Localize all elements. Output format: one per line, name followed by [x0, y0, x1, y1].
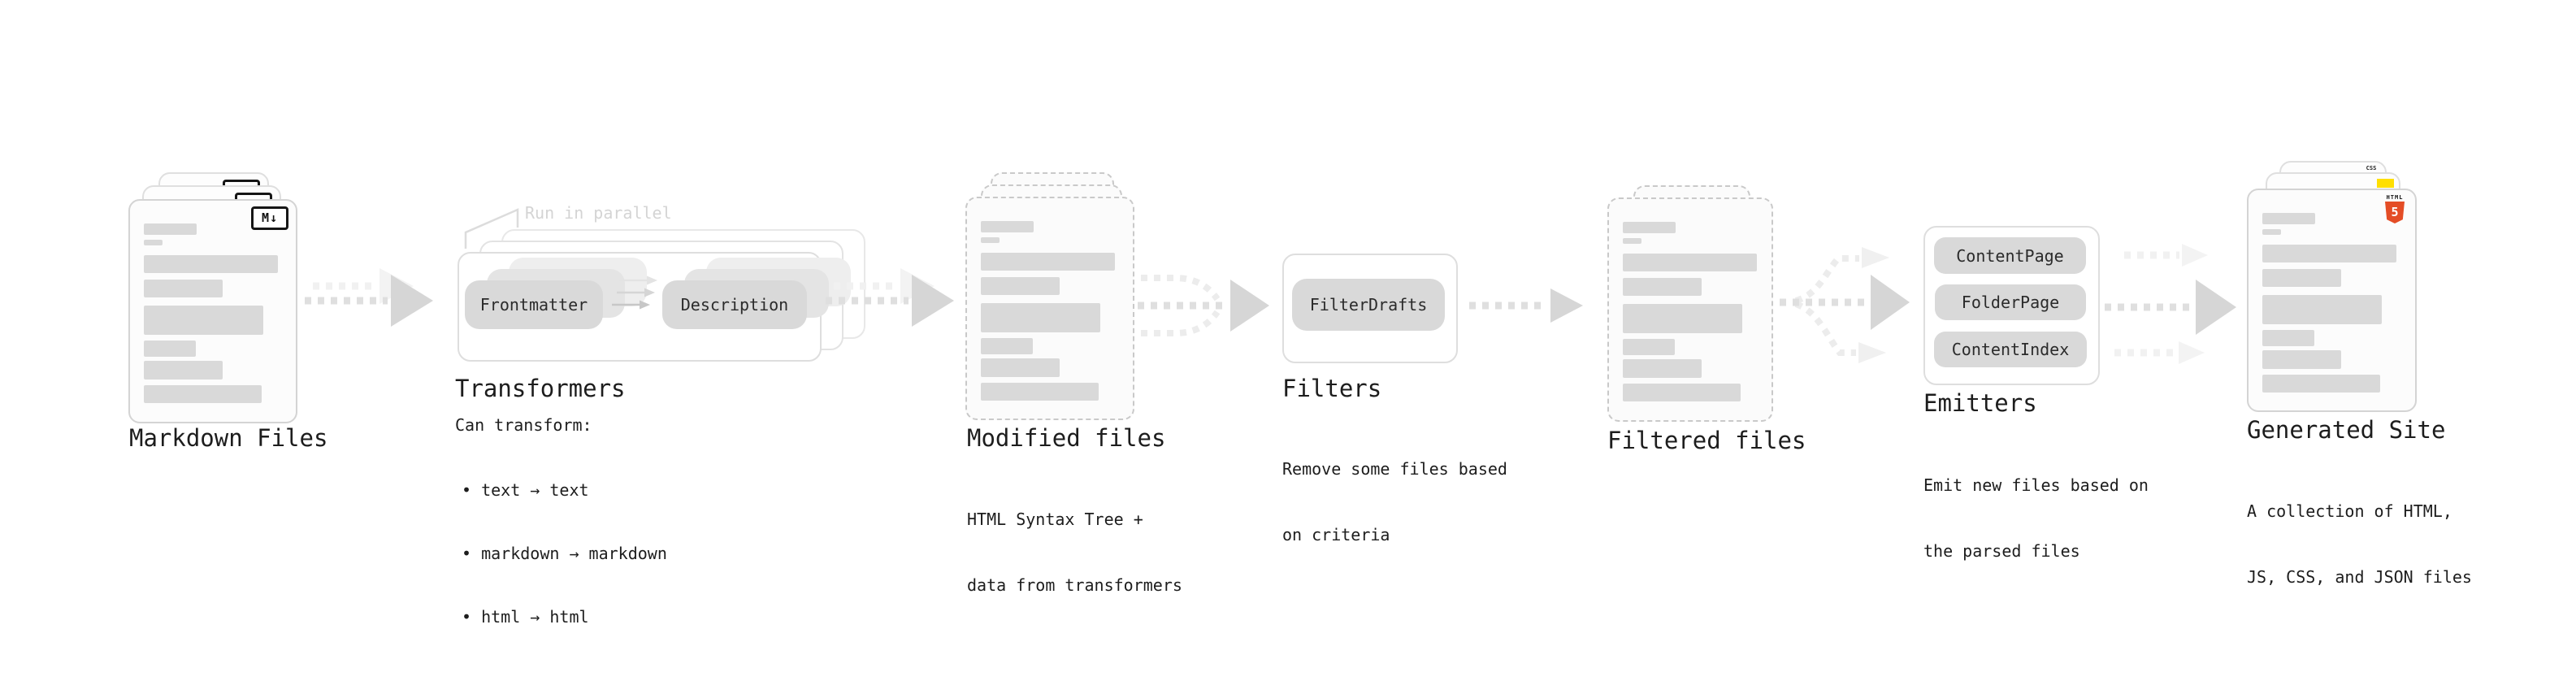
css-icon-label: CSS [2366, 165, 2377, 171]
document-placeholder-lines [2262, 213, 2396, 393]
mini-arrow-top [619, 275, 657, 285]
desc-line: Emit new files based on [1923, 475, 2149, 495]
document-placeholder-lines [1623, 222, 1757, 401]
desc-line: A collection of HTML, [2247, 501, 2452, 521]
filtered-files-stack [1607, 185, 1802, 429]
transformer-pill-frontmatter: Frontmatter [465, 280, 603, 329]
transformer-pill-description: Description [662, 280, 807, 329]
mini-arrow-middle [617, 288, 655, 297]
document-placeholder-lines [981, 221, 1115, 401]
desc-line: the parsed files [1923, 541, 2080, 561]
generated-site-stack: CSS HTML 5 [2247, 161, 2458, 413]
desc-line: on criteria [1282, 525, 1390, 544]
flow-arrow-emitters-to-site [2105, 244, 2236, 364]
site-sheet-html: HTML 5 [2247, 189, 2417, 412]
modified-files-desc: HTML Syntax Tree + data from transformer… [967, 465, 1182, 640]
flow-arrow-filtered-to-emitters [1780, 247, 1910, 363]
emitter-pill-folderpage: FolderPage [1935, 284, 2086, 320]
stage-title-transformers: Transformers [455, 375, 626, 402]
html5-icon: HTML 5 [2384, 194, 2405, 223]
filter-pill-filterdrafts: FilterDrafts [1292, 279, 1445, 331]
desc-line: JS, CSS, and JSON files [2247, 567, 2472, 587]
desc-line: data from transformers [967, 575, 1182, 595]
flow-arrow-filters-to-filtered [1469, 288, 1583, 323]
stage-title-emitters: Emitters [1923, 389, 2037, 417]
js-icon [2377, 179, 2394, 188]
flow-arrow-transformers-to-modified [826, 268, 954, 327]
bullet-item: • html → html [462, 607, 589, 627]
flow-arrow-modified-to-filters [1138, 275, 1269, 336]
html5-icon-label: HTML [2386, 194, 2404, 201]
html5-shield: 5 [2385, 202, 2405, 223]
mini-arrow-bottom [612, 300, 650, 310]
markdown-icon: M↓ [251, 206, 288, 230]
transformers-bullet-list: • text → text • markdown → markdown • ht… [462, 437, 667, 670]
annotation-leader-line [464, 208, 519, 249]
transformers-stack: Frontmatter Description [458, 229, 880, 367]
desc-line: Remove some files based [1282, 459, 1507, 479]
filters-desc: Remove some files based on criteria [1282, 414, 1507, 590]
document-placeholder-lines [144, 223, 278, 403]
markdown-files-stack: M↓ M↓ M↓ [128, 172, 340, 424]
markdown-sheet-front: M↓ [128, 199, 297, 423]
emitter-pill-contentpage: ContentPage [1934, 237, 2086, 274]
transformers-note: Can transform: [455, 415, 592, 435]
emitter-pill-contentindex: ContentIndex [1934, 332, 2087, 367]
desc-line: HTML Syntax Tree + [967, 510, 1143, 529]
emitters-desc: Emit new files based on the parsed files [1923, 431, 2149, 606]
flow-arrow-markdown-to-transformers [305, 268, 433, 327]
stage-title-modified-files: Modified files [967, 424, 1166, 452]
run-in-parallel-note: Run in parallel [525, 203, 672, 223]
modified-files-stack [965, 172, 1177, 424]
stage-title-filters: Filters [1282, 375, 1382, 402]
bullet-item: • markdown → markdown [462, 544, 667, 563]
stage-title-generated-site: Generated Site [2247, 416, 2446, 444]
bullet-item: • text → text [462, 480, 589, 500]
modified-sheet-front [965, 197, 1134, 420]
filtered-sheet-front [1607, 197, 1773, 422]
generated-site-desc: A collection of HTML, JS, CSS, and JSON … [2247, 457, 2472, 632]
stage-title-markdown-files: Markdown Files [129, 424, 328, 452]
stage-title-filtered-files: Filtered files [1607, 427, 1806, 454]
